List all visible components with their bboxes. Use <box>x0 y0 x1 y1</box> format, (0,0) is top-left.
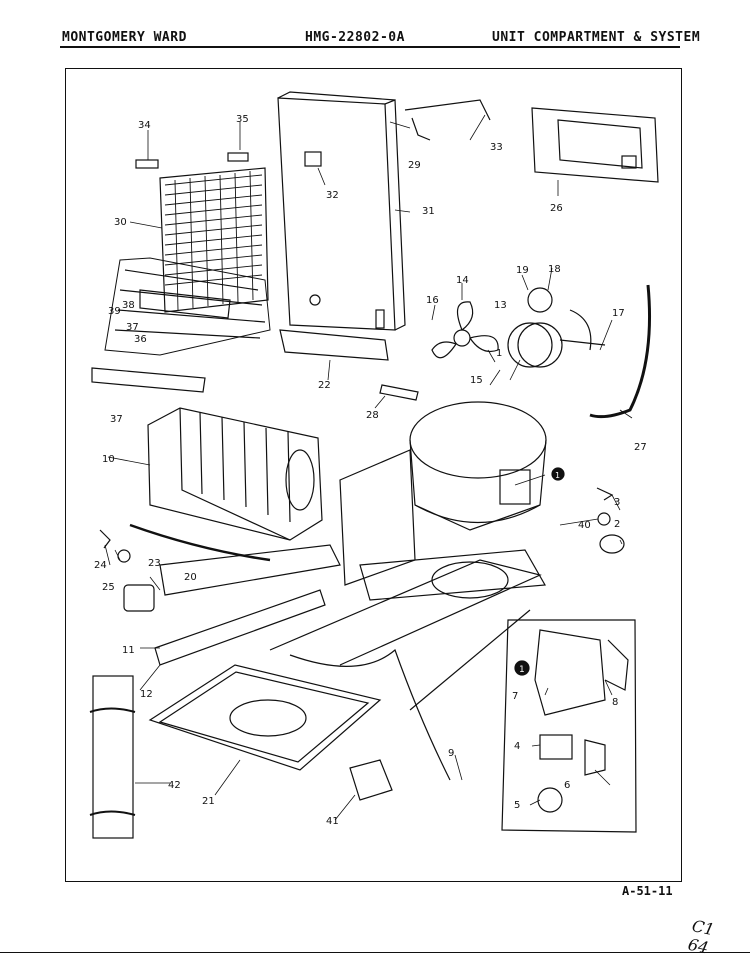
callout-7: 7 <box>512 691 518 702</box>
callout-4: 4 <box>514 741 520 752</box>
callout-8: 8 <box>612 697 618 708</box>
timer-20 <box>123 584 155 612</box>
callout-20: 20 <box>184 572 197 583</box>
inset-box <box>501 619 637 833</box>
wire-29 <box>411 117 431 141</box>
diagram-frame <box>65 68 682 882</box>
callout-2: 2 <box>614 519 620 530</box>
part-25 <box>117 549 131 563</box>
callout-13: 13 <box>494 300 507 311</box>
callout-31: 31 <box>422 206 435 217</box>
callout-6: 6 <box>564 780 570 791</box>
callout-32: 32 <box>326 190 339 201</box>
callout-19: 19 <box>516 265 529 276</box>
callout-10: 10 <box>102 454 115 465</box>
callout-1: 1 <box>496 348 502 359</box>
inset-marker-label: 1 <box>519 665 525 675</box>
callout-15: 15 <box>470 375 483 386</box>
header-rule <box>60 46 680 48</box>
gasket-strip <box>589 284 651 419</box>
callout-24: 24 <box>94 560 107 571</box>
compressor <box>409 401 547 531</box>
tube-23 <box>129 523 271 562</box>
callout-18: 18 <box>548 264 561 275</box>
back-panel <box>277 91 406 331</box>
fan-blade <box>431 301 499 359</box>
brand-label: MONTGOMERY WARD <box>62 30 187 45</box>
callout-37a: 37 <box>126 322 139 333</box>
compressor-marker <box>551 467 565 481</box>
bottom-rule <box>0 952 750 953</box>
control-box <box>531 107 659 183</box>
compressor-marker-label: 1 <box>555 471 560 480</box>
leader-lines <box>104 114 633 821</box>
callout-9: 9 <box>448 748 454 759</box>
drain-trough <box>279 329 389 361</box>
inset-marker <box>514 660 530 676</box>
evaporator <box>147 407 323 541</box>
page-code: A-51-11 <box>622 884 673 898</box>
gasket-42 <box>89 675 136 839</box>
clip-24 <box>99 529 111 549</box>
callout-40: 40 <box>578 520 591 531</box>
callout-11: 11 <box>122 645 135 656</box>
callout-21: 21 <box>202 796 215 807</box>
callout-5: 5 <box>514 800 520 811</box>
callout-3: 3 <box>614 497 620 508</box>
drier <box>379 384 419 401</box>
unit-frame <box>159 449 546 711</box>
callout-12: 12 <box>140 689 153 700</box>
capacitor-41 <box>349 759 393 801</box>
callout-38: 38 <box>122 300 135 311</box>
rail-11 <box>154 589 326 666</box>
mounting-strip <box>91 367 206 393</box>
callout-37b: 37 <box>110 414 123 425</box>
condenser-coil <box>104 152 271 356</box>
callout-25: 25 <box>102 582 115 593</box>
callout-29: 29 <box>408 160 421 171</box>
callout-27: 27 <box>634 442 647 453</box>
callout-36: 36 <box>134 334 147 345</box>
callout-17: 17 <box>612 308 625 319</box>
callout-16: 16 <box>426 295 439 306</box>
callout-35: 35 <box>236 114 249 125</box>
callout-26: 26 <box>550 203 563 214</box>
callout-22: 22 <box>318 380 331 391</box>
callout-33: 33 <box>490 142 503 153</box>
callout-23: 23 <box>148 558 161 569</box>
callout-30: 30 <box>114 217 127 228</box>
tube-33 <box>404 99 491 121</box>
drain-pan <box>148 664 382 771</box>
model-number: HMG-22802-0A <box>305 30 405 45</box>
callout-14: 14 <box>456 275 469 286</box>
callout-42: 42 <box>168 780 181 791</box>
callout-34: 34 <box>138 120 151 131</box>
callout-39: 39 <box>108 306 121 317</box>
bracket-38 <box>139 289 231 319</box>
cord-9 <box>289 648 451 781</box>
section-title: UNIT COMPARTMENT & SYSTEM <box>492 30 701 45</box>
callout-41: 41 <box>326 816 339 827</box>
callout-28: 28 <box>366 410 379 421</box>
fan-motor <box>507 287 606 368</box>
